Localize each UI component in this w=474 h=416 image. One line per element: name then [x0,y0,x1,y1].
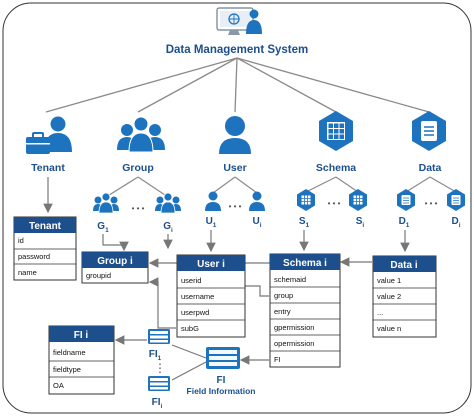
schema-instance-s1-icon [297,189,315,211]
data-table-title: Data i [390,260,417,271]
fi-field-fieldname: fieldname [53,348,86,357]
instance-label-u1: U1 [206,216,217,229]
fi-vertical-ellipsis: ⋮ [154,361,166,375]
schema-field-group: group [274,291,293,300]
user-instance-ui-icon [249,191,265,211]
data-field-value1: value 1 [377,276,401,285]
data-ellipsis: • • • [425,199,438,208]
field-information-label: Field Information [187,386,256,396]
schema-field-gpermission: gpermission [274,323,314,332]
data-instance-di-icon [447,189,465,211]
schema-field-schemaid: schemaid [274,275,306,284]
instance-label-fi1: FI1 [149,349,162,362]
category-label-user: User [223,162,246,174]
fi-field-fieldtype: fieldtype [53,365,81,374]
tenant-table-title: Tenant [29,221,62,232]
group-instance-gi-icon [155,192,181,214]
tenant-field-id: id [18,236,24,245]
group-table-title: Group i [97,256,133,267]
tenant-field-name: name [18,268,37,277]
data-icon [412,111,446,151]
category-label-tenant: Tenant [31,162,65,174]
fi-1-icon [148,329,170,344]
instance-label-s1: S1 [299,216,310,229]
fi-link-lower [171,361,207,381]
data-field-value2: value 2 [377,292,401,301]
schema-table: Schema i schemaid group entry gpermissio… [269,253,341,368]
fi-table: FI i fieldname fieldtype OA [48,325,115,395]
schema-table-title: Schema i [283,258,327,269]
fi-field-oa: OA [53,381,64,390]
instance-label-ui: Ui [252,216,261,229]
category-label-data: Data [419,162,442,174]
data-instance-d1-icon [397,189,415,211]
data-field-valuen: value n [377,324,401,333]
schema-ellipsis: • • • [328,199,341,208]
tenant-field-password: password [18,252,50,261]
instance-label-d1: D1 [399,216,410,229]
instance-label-g1: G1 [97,221,109,234]
tenant-icon [26,116,72,154]
schema-field-opermission: opermission [274,339,314,348]
fi-table-title: FI i [74,330,89,341]
schema-instance-si-icon [349,189,367,211]
user-table: User i userid username userpwd subG [176,254,246,338]
user-field-userid: userid [181,276,201,285]
group-icon [117,116,165,153]
instance-label-fii: FIi [152,397,163,410]
user-field-userpwd: userpwd [181,308,209,317]
fi-main-icon [206,347,240,369]
tenant-table: Tenant id password name [13,216,77,281]
user-ellipsis: • • • [229,202,242,211]
system-title: Data Management System [166,44,309,56]
g1-to-group-arrow [102,234,129,252]
instance-label-gi: Gi [163,221,173,234]
group-instance-g1-icon [93,192,119,214]
group-ellipsis: • • • [132,204,145,213]
data-field-ellipsis: ... [377,308,383,317]
group-table: Group i groupid [81,251,149,284]
data-table: Data i value 1 value 2 ... value n [372,255,437,338]
user-icon [219,116,251,154]
schema-field-fi: FI [274,355,281,364]
category-label-group: Group [122,162,154,174]
user-field-subg: subG [181,324,199,333]
instance-label-di: Di [451,216,460,229]
schema-icon [319,111,353,151]
admin-person-icon [246,9,262,34]
fi-main-label: FI [217,375,226,386]
monitor-icon [216,7,254,35]
user-subg-to-group-arrow [148,277,176,329]
fi-i-icon [148,376,170,391]
user-field-username: username [181,292,214,301]
user-instance-u1-icon [205,191,221,211]
user-table-title: User i [197,259,225,270]
schema-field-entry: entry [274,307,291,316]
group-field-groupid: groupid [86,271,111,280]
fi-link-upper [171,344,207,359]
category-label-schema: Schema [316,162,356,174]
instance-label-si: Si [356,216,365,229]
